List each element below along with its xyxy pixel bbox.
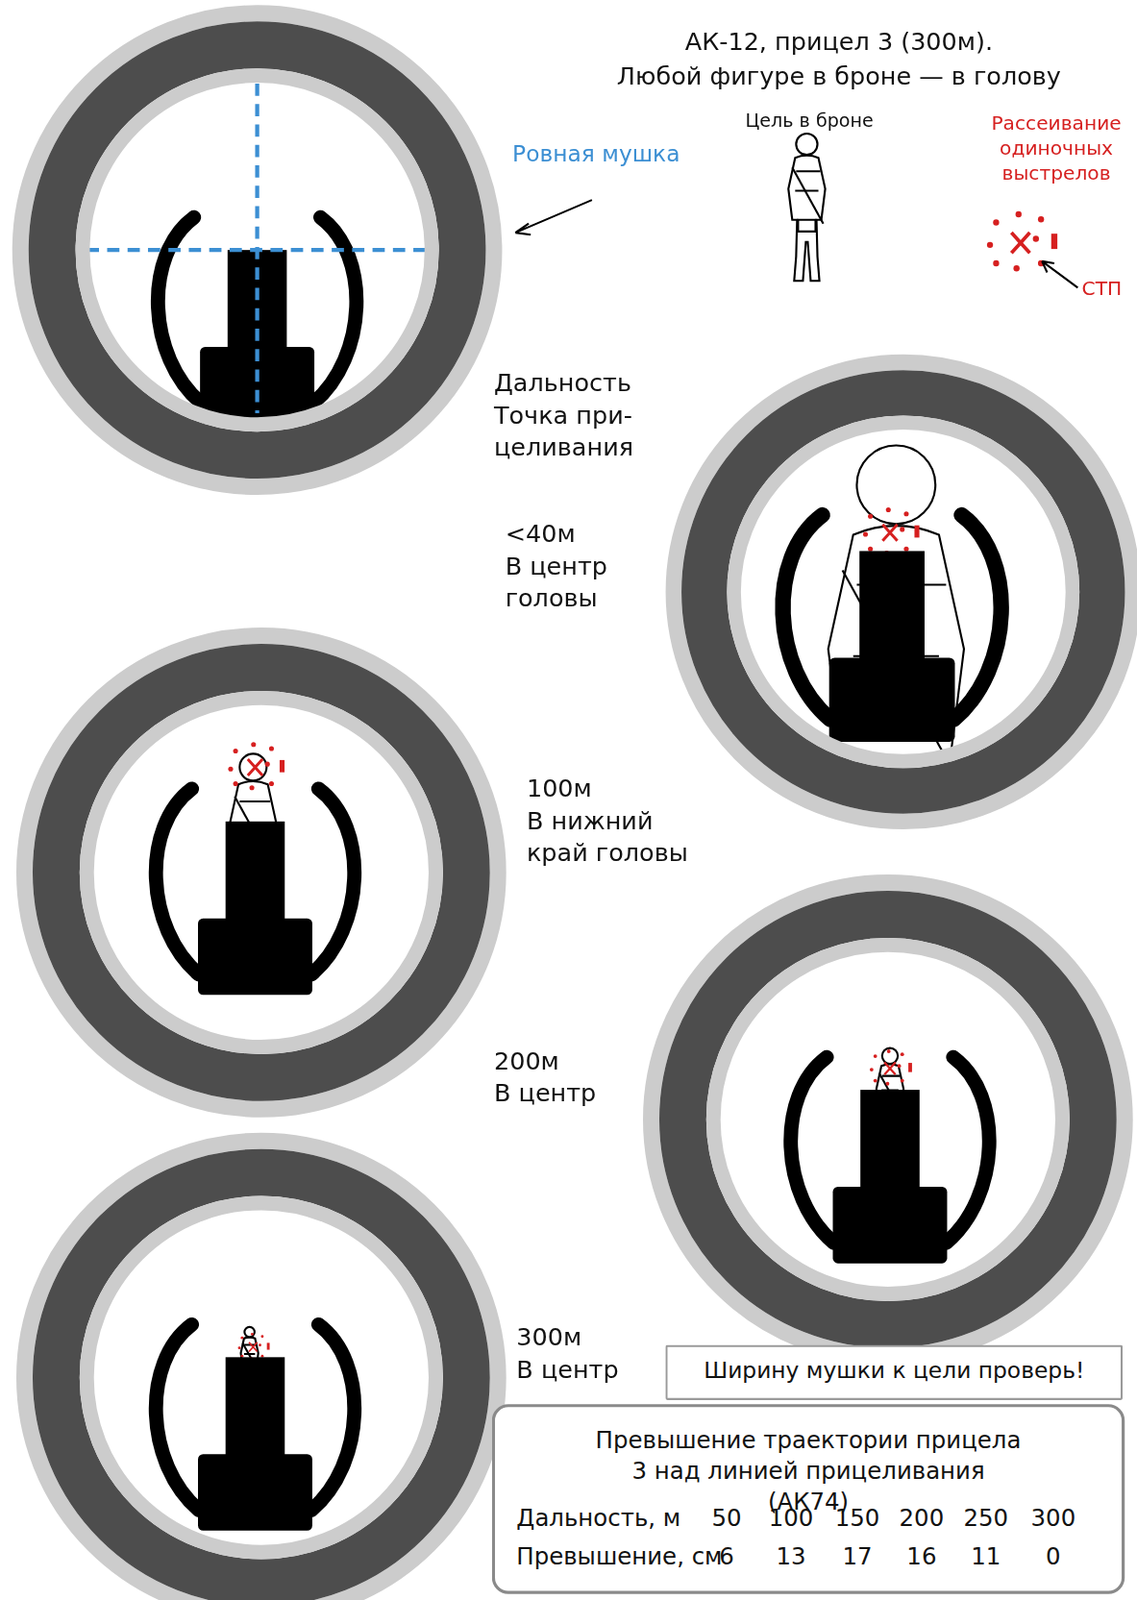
callout-label: Ровная мушка [512,139,680,169]
sight-view-level [20,13,495,488]
table-cell: 300 [1022,1503,1085,1534]
front-sight-leader [515,199,593,235]
sight-view-200m [650,883,1125,1358]
column-heading: Точка при- целивания [494,399,663,464]
table-cell: 0 [1022,1542,1085,1574]
poi-leader [1041,261,1078,289]
table-cell: 16 [890,1542,953,1574]
table-cell: 200 [890,1503,953,1534]
aim-point-label: В центр [494,1077,596,1110]
table-cell: 100 [760,1503,822,1534]
note-text: Ширину мушки к цели проверь! [677,1356,1111,1385]
callout-label: СТП [1082,275,1123,301]
table-cell: 17 [826,1542,889,1574]
table-cell: 250 [955,1503,1017,1534]
legend-label: Цель в броне [717,108,902,133]
table-cell: 6 [695,1542,758,1574]
column-heading: Дальность [494,367,632,399]
aim-point-label: В центр [516,1354,618,1386]
range-label: 300м [516,1321,582,1354]
table-cell: Дальность, м [516,1503,681,1534]
table-cell: 50 [695,1503,758,1534]
table-cell: 11 [955,1542,1017,1574]
subtitle: Любой фигуре в броне — в голову [553,61,1126,94]
sight-view-100m [24,636,498,1111]
legend-label: Рассеивание одиночных выстрелов [974,110,1137,187]
aim-point-label: В нижний край головы [526,806,716,870]
target-icon [788,133,825,281]
table-heading: Превышение траектории прицела 3 над лини… [589,1425,1029,1517]
range-label: 100м [526,773,593,806]
table-cell: 150 [826,1503,889,1534]
table-cell: 13 [760,1542,822,1574]
range-label: 200м [494,1045,560,1078]
aim-point-label: В центр головы [505,550,634,615]
note-box: Ширину мушки к цели проверь! [665,1345,1123,1401]
title: АК-12, прицел 3 (300м). [553,26,1126,59]
table-cell: Превышение, см [516,1542,722,1574]
sight-view-300m [24,1140,498,1600]
range-label: <40м [505,518,576,550]
